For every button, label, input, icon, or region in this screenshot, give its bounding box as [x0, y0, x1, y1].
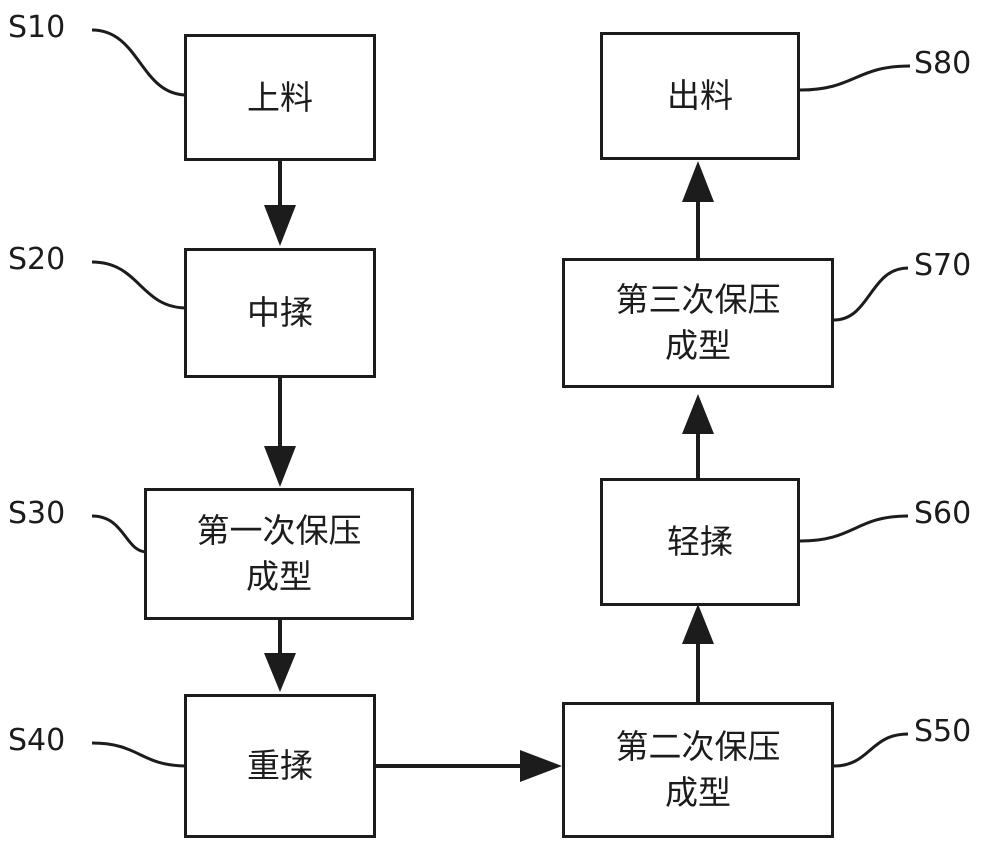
step-tag-s30: S30 — [8, 496, 65, 531]
leader-s30 — [92, 516, 147, 552]
leader-s10 — [92, 30, 187, 95]
step-box-s40: 重揉 — [184, 694, 376, 838]
step-box-s20: 中揉 — [184, 248, 376, 378]
step-box-s60: 轻揉 — [600, 478, 800, 606]
leader-s60 — [800, 516, 908, 541]
step-box-s10: 上料 — [184, 34, 376, 161]
step-box-s80: 出料 — [600, 32, 800, 160]
leader-s70 — [834, 268, 908, 320]
step-tag-s70: S70 — [914, 248, 971, 283]
leader-s20 — [92, 262, 187, 308]
step-box-s70: 第三次保压 成型 — [562, 258, 834, 388]
leader-s40 — [92, 743, 187, 766]
step-box-s30: 第一次保压 成型 — [144, 488, 414, 620]
arrowhead-s20-to-s30 — [264, 446, 296, 487]
leader-s80 — [800, 66, 910, 90]
arrowhead-s70-to-s80 — [682, 161, 714, 202]
step-box-s50: 第二次保压 成型 — [562, 702, 834, 838]
step-tag-s20: S20 — [8, 242, 65, 277]
step-tag-s40: S40 — [8, 723, 65, 758]
step-tag-s80: S80 — [914, 46, 971, 81]
leader-s50 — [834, 734, 908, 766]
step-tag-s60: S60 — [914, 496, 971, 531]
arrowhead-s40-to-s50 — [520, 750, 562, 782]
arrowhead-s60-to-s70 — [682, 394, 714, 434]
arrowhead-s10-to-s20 — [264, 205, 296, 246]
step-tag-s10: S10 — [8, 10, 65, 45]
step-tag-s50: S50 — [914, 714, 971, 749]
arrowhead-s50-to-s60 — [682, 604, 714, 644]
arrowhead-s30-to-s40 — [264, 653, 296, 692]
